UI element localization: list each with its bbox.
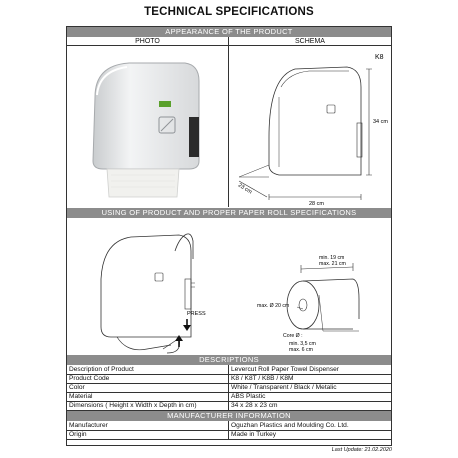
roll-min-width: min. 19 cm	[319, 255, 344, 261]
schema-depth-label: 23 cm	[237, 182, 253, 195]
usage-drawing: PRESS min. 19 cm max. 21 cm max. Ø 20 cm…	[100, 233, 360, 354]
photo-header: PHOTO	[67, 37, 229, 46]
row-divider	[67, 374, 391, 375]
row-divider	[67, 410, 391, 411]
schema-height-label: 34 cm	[373, 119, 388, 125]
spec-label: Product Code	[69, 375, 110, 382]
spec-label: Material	[69, 393, 93, 400]
roll-max-diameter: max. Ø 20 cm	[257, 303, 289, 309]
row-divider	[67, 439, 391, 440]
spec-sheet: APPEARANCE OF THE PRODUCT PHOTO SCHEMA K…	[66, 26, 392, 446]
press-label: PRESS	[187, 311, 206, 317]
spec-value: Oguzhan Plastics and Moulding Co. Ltd.	[231, 422, 349, 429]
core-label: Core Ø :	[283, 333, 303, 339]
last-update: Last Update: 21.02.2020	[331, 447, 392, 453]
spec-value: White / Transparent / Black / Metalic	[231, 384, 337, 391]
schema-drawing: K8 34 cm 23 cm 28 cm	[237, 54, 389, 207]
spec-label: Color	[69, 384, 85, 391]
usage-band: USING OF PRODUCT AND PROPER PAPER ROLL S…	[67, 208, 391, 218]
schema-model-label: K8	[375, 54, 384, 61]
spec-value: Made in Turkey	[231, 431, 277, 438]
row-divider	[67, 392, 391, 393]
spec-value: ABS Plastic	[231, 393, 266, 400]
manufacturer-band: MANUFACTURER INFORMATION	[67, 411, 391, 421]
spec-label: Manufacturer	[69, 422, 108, 429]
roll-max-width: max. 21 cm	[319, 261, 346, 267]
column-divider	[228, 365, 229, 410]
spec-value: 34 x 28 x 23 cm	[231, 402, 278, 409]
lever-handle	[189, 117, 199, 157]
appearance-band: APPEARANCE OF THE PRODUCT	[67, 27, 391, 37]
spec-label: Description of Product	[69, 366, 134, 373]
row-divider	[67, 401, 391, 402]
row-divider	[67, 430, 391, 431]
spec-label: Origin	[69, 431, 87, 438]
product-photo	[92, 62, 200, 198]
schema-header: SCHEMA	[229, 37, 391, 46]
spec-value: K8 / K8T / K8B / K8M	[231, 375, 294, 382]
spec-value: Levercut Roll Paper Towel Dispenser	[231, 366, 339, 373]
core-max: max. 6 cm	[289, 347, 313, 353]
page-title: TECHNICAL SPECIFICATIONS	[144, 6, 314, 18]
descriptions-band: DESCRIPTIONS	[67, 355, 391, 365]
core-min: min. 3,5 cm	[289, 341, 316, 347]
schema-width-label: 28 cm	[309, 201, 324, 207]
spec-label: Dimensions ( Height x Width x Depth in c…	[69, 402, 197, 409]
brand-badge	[159, 101, 171, 107]
row-divider	[67, 383, 391, 384]
column-divider	[228, 421, 229, 439]
